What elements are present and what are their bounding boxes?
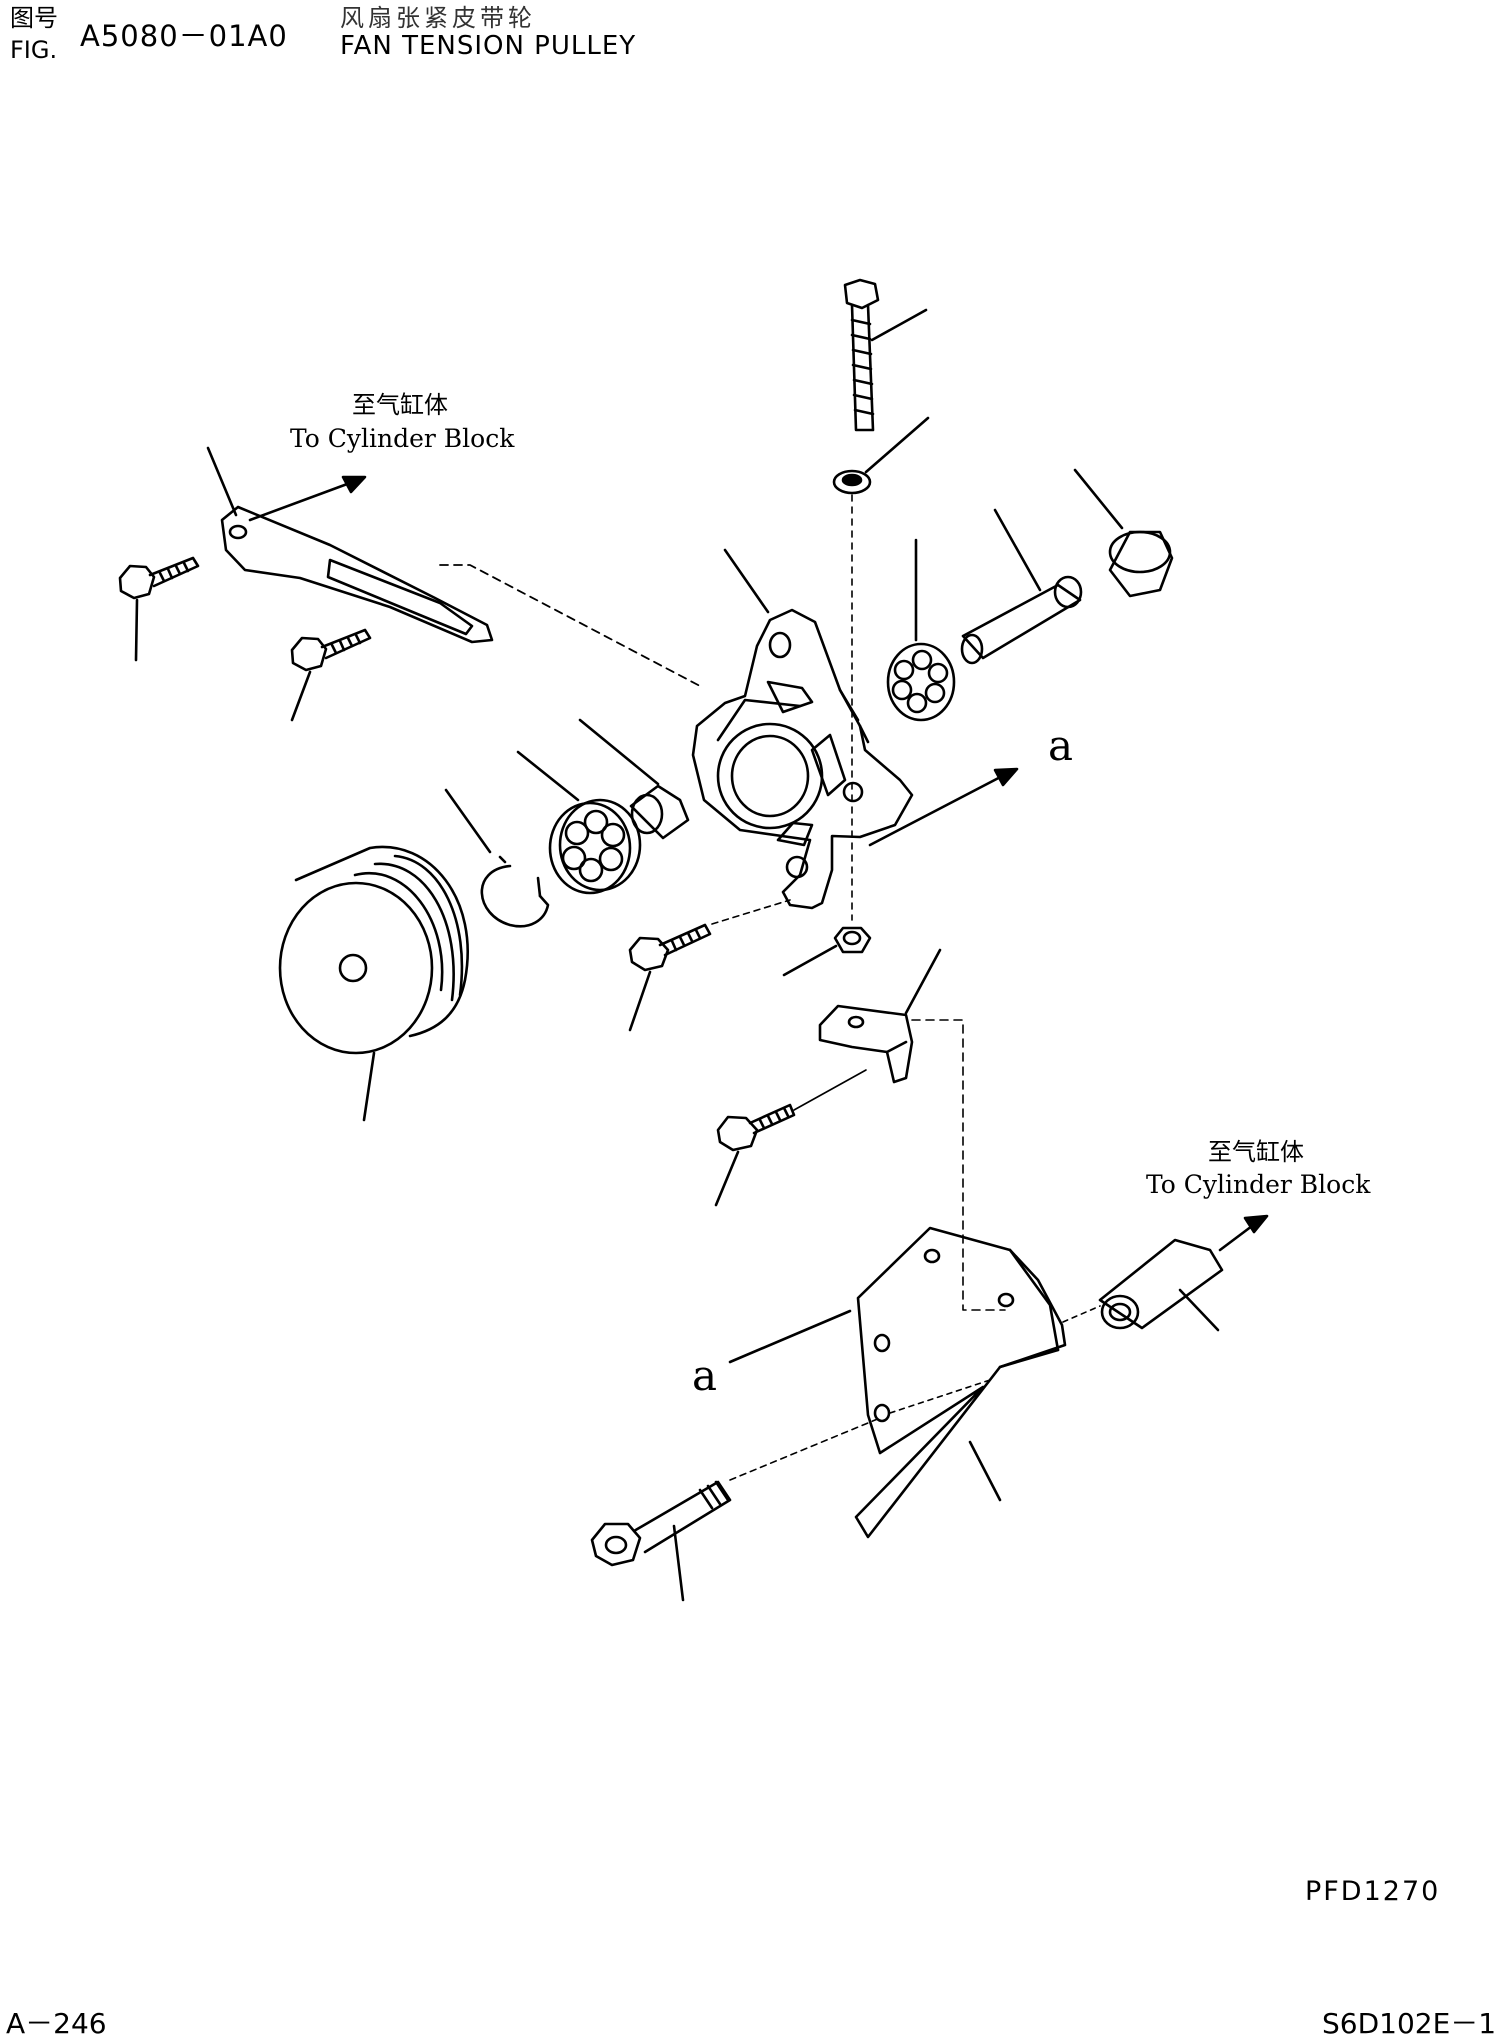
leader-line [134, 598, 139, 662]
pulley [278, 845, 469, 1055]
title-en: FAN TENSION PULLEY [340, 31, 637, 61]
leader-line [968, 1440, 1002, 1502]
hidden-line [889, 1379, 991, 1414]
bolt [290, 628, 372, 672]
leader-line [206, 446, 238, 517]
title-zh: 风扇张紧皮带轮 [340, 4, 536, 32]
arrow [248, 475, 367, 522]
leader-line [782, 944, 838, 977]
figure-number: A5080－01A0 [80, 19, 288, 53]
bolt [118, 556, 200, 600]
nut [833, 926, 872, 954]
arrow [1218, 1214, 1269, 1252]
hidden-line [1062, 1305, 1101, 1323]
page-number: A－246 [6, 2007, 107, 2040]
leader-line [516, 750, 580, 802]
leader-line [362, 1051, 376, 1122]
upper-bracket [220, 505, 494, 644]
drawing-code: PFD1270 [1305, 1876, 1441, 1907]
marker-a: a [692, 1351, 717, 1400]
spring-washer [832, 469, 872, 495]
leader-line [1178, 1288, 1220, 1332]
hidden-line [729, 1417, 881, 1481]
bolt [716, 1069, 867, 1152]
long-flange-bolt [590, 1480, 732, 1567]
leader-line [444, 788, 492, 854]
arrow [868, 767, 1019, 847]
hidden-line [711, 899, 791, 925]
to-block-label-zh: 至气缸体 [352, 391, 448, 419]
leader-line [870, 308, 928, 342]
spacer [629, 784, 690, 840]
leader-line [672, 1524, 685, 1602]
leader-line [1073, 468, 1124, 530]
hidden-line [439, 564, 701, 687]
to-block-label-zh-2: 至气缸体 [1208, 1138, 1304, 1166]
lower-bracket [854, 1226, 1067, 1539]
fig-label-en: FIG. [10, 36, 58, 64]
leader-line [578, 718, 660, 786]
model-code: S6D102E－1 [1322, 2007, 1495, 2040]
leader-line [864, 416, 930, 474]
to-block-label-en: To Cylinder Block [290, 424, 515, 453]
bolt [628, 923, 712, 972]
plate-bracket [818, 1004, 914, 1084]
leader-line [290, 670, 312, 722]
leader-line [723, 548, 770, 614]
to-block-label-en-2: To Cylinder Block [1146, 1170, 1371, 1199]
leader-line [993, 508, 1042, 592]
long-bolt [843, 278, 880, 432]
lower-bearing [548, 798, 642, 895]
snap-ring [480, 855, 550, 928]
tensioner-body [691, 608, 914, 910]
cap [1108, 530, 1174, 598]
shaft [960, 575, 1083, 665]
leader-line [628, 970, 652, 1032]
hidden-line [911, 1019, 1006, 1311]
sleeve [1098, 1238, 1224, 1330]
upper-bearing [886, 642, 956, 722]
leader-line [714, 1150, 740, 1207]
fig-label-zh: 图号 [10, 4, 58, 32]
leader-line [904, 948, 942, 1015]
arrow [730, 1311, 852, 1364]
marker-a: a [1048, 721, 1073, 770]
